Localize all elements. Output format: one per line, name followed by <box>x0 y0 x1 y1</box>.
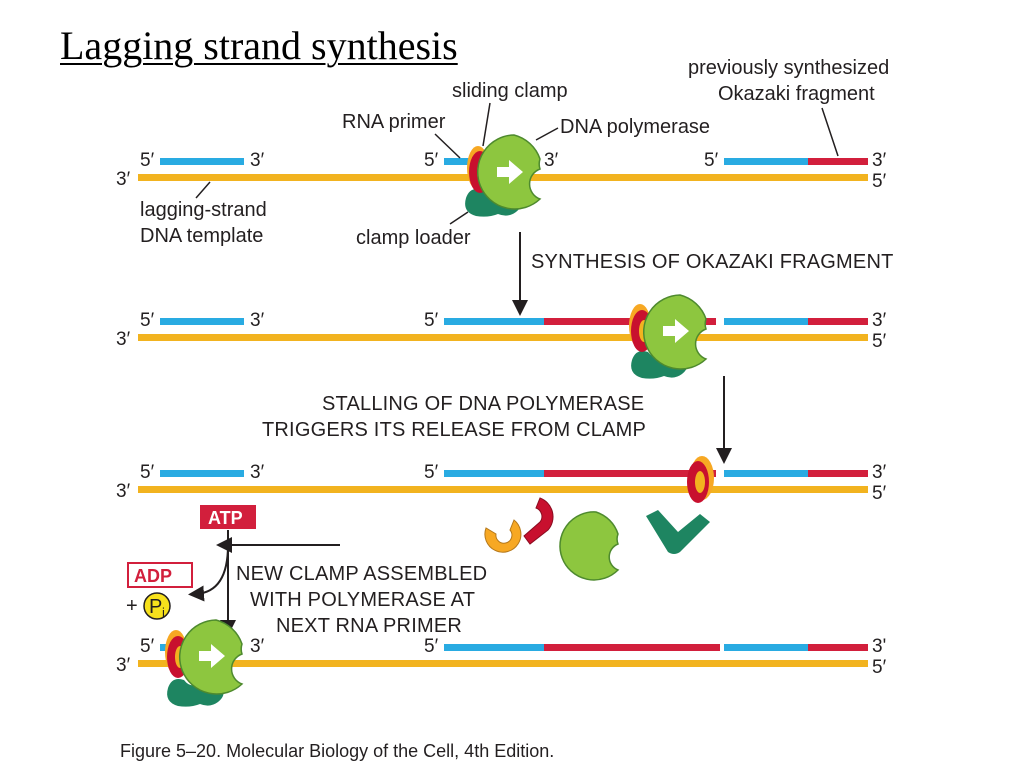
step-label-stalling: STALLING OF DNA POLYMERASE <box>322 393 644 415</box>
lagging-template-label: lagging-strand <box>140 199 267 221</box>
strand-end-label: 5′ <box>424 462 439 483</box>
free-dna-polymerase <box>559 511 620 581</box>
sliding-clamp <box>687 456 714 503</box>
strand-end-label: 3′ <box>872 462 887 483</box>
dna-row-1: 3′ 5′ 3′ 5′ 3′ 5′ 3′ 5′ sliding clamp RN… <box>116 57 889 249</box>
strand-end-label: 3′ <box>250 310 265 331</box>
strand-end-label: 3′ <box>250 636 265 657</box>
dna-row-3: 3′ 5′ 3′ 5′ 3′ 5′ <box>116 456 887 581</box>
rna-primer-strand <box>160 470 244 477</box>
strand-end-label: 3' <box>872 636 886 657</box>
strand-end-label: 3′ <box>116 655 131 676</box>
rna-primer-strand <box>160 158 244 165</box>
atp-badge <box>200 505 256 529</box>
phosphate-circle <box>143 592 171 620</box>
leader-line <box>449 211 469 225</box>
replication-complex <box>629 294 708 379</box>
energy-group: ATP ADP + P i <box>126 505 340 636</box>
step-label-new-clamp: NEW CLAMP ASSEMBLED <box>236 563 487 585</box>
strand-end-label: 5′ <box>140 310 155 331</box>
strand-end-label: 5′ <box>424 310 439 331</box>
strand-end-label: 5′ <box>140 462 155 483</box>
strand-end-label: 5′ <box>872 331 887 352</box>
strand-end-label: 3′ <box>544 150 559 171</box>
lagging-template-label: DNA template <box>140 225 263 247</box>
rna-primer-strand <box>444 318 544 325</box>
rna-primer-strand <box>160 318 244 325</box>
leader-line <box>195 181 211 199</box>
leader-line <box>535 127 559 141</box>
arrow-icon <box>199 644 225 668</box>
rna-primer-strand <box>724 158 808 165</box>
strand-end-label: 3′ <box>116 169 131 190</box>
strand-end-label: 5′ <box>140 150 155 171</box>
replication-complex <box>465 134 542 217</box>
sliding-clamp-label: sliding clamp <box>452 80 568 102</box>
strand-end-label: 3′ <box>872 150 887 171</box>
strand-end-label: 3′ <box>116 481 131 502</box>
step-label-stalling: TRIGGERS ITS RELEASE FROM CLAMP <box>262 419 646 441</box>
step-label-synthesis: SYNTHESIS OF OKAZAKI FRAGMENT <box>531 251 894 273</box>
adp-badge <box>127 562 193 588</box>
rna-primer-strand <box>724 470 808 477</box>
okazaki-fragment-strand <box>808 318 868 325</box>
replication-complex <box>165 619 244 707</box>
arrow-icon <box>497 160 523 184</box>
rna-primer-strand <box>444 158 472 165</box>
okazaki-fragment-strand <box>808 158 868 165</box>
leader-line <box>821 107 839 157</box>
energy-arrow <box>188 530 229 602</box>
strand-end-label: 5′ <box>872 657 887 678</box>
leader-line <box>482 102 491 147</box>
plus-sign: + <box>126 595 138 617</box>
step-label-new-clamp: WITH POLYMERASE AT <box>250 589 475 611</box>
okazaki-fragment-strand <box>808 644 868 651</box>
dna-row-4: 3′ 5′ 3′ 5′ 3' 5′ <box>116 619 887 707</box>
strand-end-label: 5′ <box>704 150 719 171</box>
rna-primer-strand <box>444 644 544 651</box>
clamp-center <box>695 471 705 493</box>
atp-label: ATP <box>208 508 243 528</box>
strand-end-label: 5′ <box>872 171 887 192</box>
free-clamp-red <box>523 497 554 545</box>
okazaki-fragment-strand <box>544 470 716 477</box>
leader-line <box>434 133 461 159</box>
dna-polymerase-label: DNA polymerase <box>560 116 710 138</box>
dna-row-2: 3′ 5′ 3′ 5′ 3′ 5′ <box>116 294 887 379</box>
strand-end-label: 3′ <box>116 329 131 350</box>
okazaki-fragment-strand <box>544 644 720 651</box>
template-strand <box>138 486 868 493</box>
free-clamp-loader <box>646 510 710 554</box>
free-clamp-orange <box>484 519 522 553</box>
phosphate-label: P <box>149 596 162 618</box>
strand-end-label: 3′ <box>250 462 265 483</box>
slide-title: Lagging strand synthesis <box>60 23 458 68</box>
arrow-icon <box>663 319 689 343</box>
step-label-new-clamp: NEXT RNA PRIMER <box>276 615 462 637</box>
rna-primer-strand <box>724 318 808 325</box>
strand-end-label: 3′ <box>872 310 887 331</box>
clamp-loader-label: clamp loader <box>356 227 471 249</box>
rna-primer-label: RNA primer <box>342 111 446 133</box>
previously-synthesized-label: previously synthesized <box>688 57 889 79</box>
okazaki-fragment-strand <box>808 470 868 477</box>
template-strand <box>138 334 868 341</box>
strand-end-label: 5′ <box>424 150 439 171</box>
template-strand <box>138 660 868 667</box>
rna-primer-strand <box>724 644 808 651</box>
figure-caption: Figure 5–20. Molecular Biology of the Ce… <box>120 741 555 761</box>
strand-end-label: 5′ <box>872 483 887 504</box>
strand-end-label: 5′ <box>424 636 439 657</box>
phosphate-subscript: i <box>162 605 165 620</box>
rna-primer-strand <box>444 470 544 477</box>
previously-synthesized-label: Okazaki fragment <box>718 83 875 105</box>
strand-end-label: 3′ <box>250 150 265 171</box>
adp-label: ADP <box>134 566 172 586</box>
strand-end-label: 5′ <box>140 636 155 657</box>
